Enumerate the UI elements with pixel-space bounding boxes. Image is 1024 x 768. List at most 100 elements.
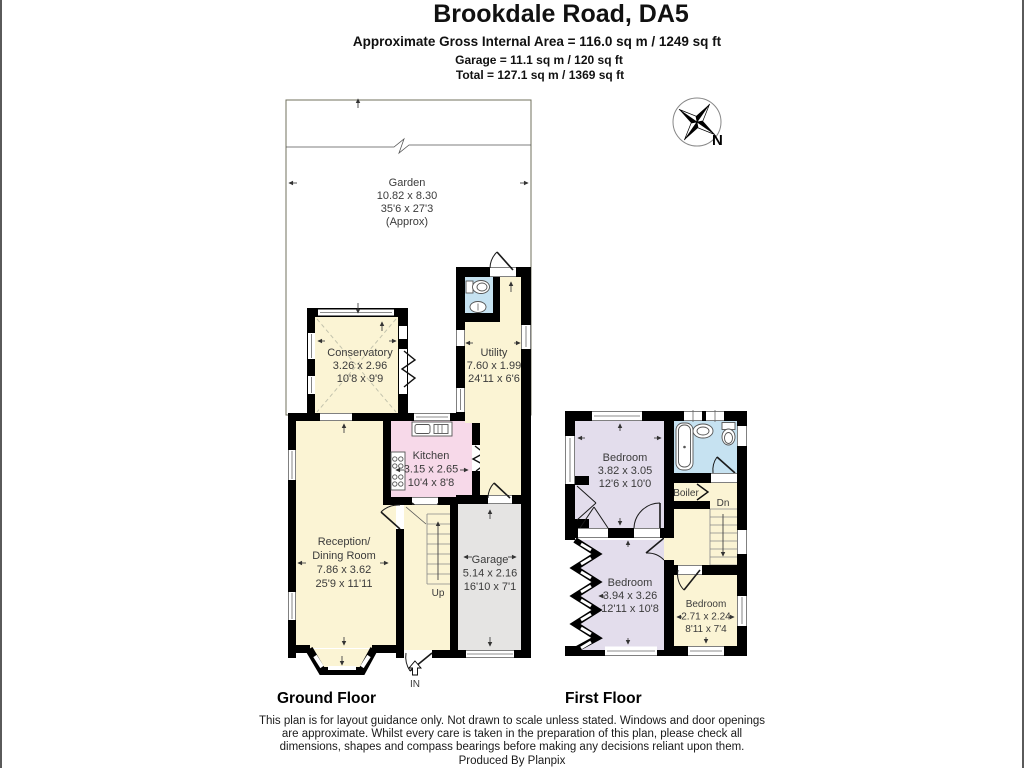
stairs-down: Dn xyxy=(709,498,737,566)
room-kitchen: Kitchen 3.15 x 2.65 10'4 x 8'8 xyxy=(383,413,486,520)
door-swing-arc xyxy=(380,504,401,513)
first-floor-plan: Bedroom 3.82 x 3.05 12'6 x 10'0 xyxy=(565,410,747,656)
door-opening xyxy=(396,505,404,529)
door-leaf xyxy=(716,456,736,474)
bedroom3-label: Bedroom xyxy=(686,599,727,610)
boiler-door xyxy=(696,483,710,501)
stairs-up: Up xyxy=(426,513,450,599)
disclaimer-line-1: This plan is for layout guidance only. N… xyxy=(258,715,766,727)
ground-floor-plan: Garden 10.82 x 8.30 35'6 x 27'3 (Approx) xyxy=(285,98,532,690)
room-bedroom-2: Bedroom 3.94 x 3.26 12'11 x 10'8 xyxy=(569,537,665,656)
zigzag-windows xyxy=(580,542,592,650)
garden-label: Garden xyxy=(389,177,426,189)
door-swing-arc xyxy=(489,251,498,269)
boiler-label: Boiler xyxy=(673,488,699,499)
wall xyxy=(565,528,664,538)
disclaimer-line-2: are approximate. Whilst every care is ta… xyxy=(281,728,743,741)
toilet-icon xyxy=(721,422,736,446)
wall xyxy=(565,411,747,421)
door-opening xyxy=(399,349,407,394)
stairs-up-label: Up xyxy=(432,588,445,599)
total-area: Total = 127.1 sq m / 1369 sq ft xyxy=(455,68,625,82)
room-reception-dining: Reception/ Dining Room 7.86 x 3.62 25'9 … xyxy=(288,413,404,675)
bedroom3-dims-imperial: 8'11 x 7'4 xyxy=(685,624,727,635)
door-swing-arc xyxy=(712,456,718,474)
door-leaf xyxy=(496,251,514,271)
gross-internal-area: Approximate Gross Internal Area = 116.0 … xyxy=(352,34,722,49)
understairs-line xyxy=(405,506,427,525)
bedroom2-dims-imperial: 12'11 x 10'8 xyxy=(601,603,659,615)
door-opening xyxy=(711,473,737,483)
door-swing-arc xyxy=(405,652,411,672)
conservatory-dims-imperial: 10'8 x 9'9 xyxy=(337,373,383,385)
landing: Boiler Dn xyxy=(664,483,747,566)
utility-dims-imperial: 24'11 x 6'6 xyxy=(468,373,520,385)
window xyxy=(737,426,747,446)
door-leaf xyxy=(380,511,401,530)
glazed-roof-line xyxy=(316,318,397,413)
door-opening xyxy=(634,528,660,538)
door-opening xyxy=(678,565,702,575)
produced-by: Produced By Planpix xyxy=(458,754,566,767)
garage-dims-imperial: 16'10 x 7'1 xyxy=(464,581,517,593)
disclaimer-line-3: dimensions, shapes and compass bearings … xyxy=(279,741,745,754)
door-swing-arc xyxy=(487,482,495,499)
double-door-leaves xyxy=(579,506,609,529)
door-opening xyxy=(320,413,352,421)
room-conservatory: Conservatory 3.26 x 2.96 10'8 x 9'9 xyxy=(307,303,417,415)
right-edge-bar xyxy=(1022,0,1024,768)
door-swing-arc xyxy=(677,569,685,591)
reception-label-1: Reception/ xyxy=(318,536,372,548)
room-bedroom-3: Bedroom 2.71 x 2.24 8'11 x 7'4 xyxy=(664,565,747,656)
toilet-icon xyxy=(465,280,490,294)
stairs-down-label: Dn xyxy=(717,498,730,509)
garage-area: Garage = 11.1 sq m / 120 sq ft xyxy=(455,53,623,67)
disclaimer: This plan is for layout guidance only. N… xyxy=(0,715,1024,768)
door-leaf xyxy=(493,482,511,499)
bedroom1-label: Bedroom xyxy=(603,452,648,464)
door-opening xyxy=(488,495,512,504)
kitchen-label: Kitchen xyxy=(413,450,450,462)
chimney-breast xyxy=(575,476,589,485)
kitchen-sink-icon xyxy=(411,421,453,437)
angled-recess-lines xyxy=(576,485,597,521)
entrance-label: IN xyxy=(410,679,420,690)
window xyxy=(456,330,465,346)
wall xyxy=(664,560,674,656)
door-swing-arc xyxy=(633,502,661,529)
entrance-arrow-icon xyxy=(408,660,422,676)
bedroom2-label: Bedroom xyxy=(608,577,653,589)
left-edge-bar xyxy=(0,0,2,768)
utility-label: Utility xyxy=(481,347,508,359)
chimney-breast xyxy=(575,519,589,528)
sink-icon xyxy=(692,423,714,439)
garden-break-line xyxy=(286,137,531,155)
door-opening xyxy=(404,650,432,658)
first-floor-label: First Floor xyxy=(565,690,642,707)
glazed-roof-line xyxy=(316,318,397,413)
bedroom1-dims-imperial: 12'6 x 10'0 xyxy=(599,478,652,490)
room-utility: Utility 7.60 x 1.99 24'11 x 6'6 xyxy=(456,251,531,658)
garage-label: Garage xyxy=(472,554,509,566)
bathtub-icon xyxy=(675,422,694,471)
door-opening xyxy=(490,267,516,277)
kitchen-dims-metric: 3.15 x 2.65 xyxy=(404,464,458,476)
room-garage: Garage 5.14 x 2.16 16'10 x 7'1 xyxy=(450,482,531,658)
kitchen-dims-imperial: 10'4 x 8'8 xyxy=(408,477,454,489)
bedroom3-dims-metric: 2.71 x 2.24 xyxy=(681,612,731,623)
garden-dims-metric: 10.82 x 8.30 xyxy=(377,190,438,202)
bedroom1-dims-metric: 3.82 x 3.05 xyxy=(598,465,652,477)
compass-icon: N xyxy=(672,97,723,149)
garden-dims-imperial: 35'6 x 27'3 xyxy=(381,203,434,215)
window xyxy=(737,530,747,554)
door-swing-arc xyxy=(645,552,665,561)
conservatory-dims-metric: 3.26 x 2.96 xyxy=(333,360,387,372)
garden-approx-note: (Approx) xyxy=(386,216,428,228)
reception-dims-imperial: 25'9 x 11'11 xyxy=(315,578,372,590)
garage-dims-metric: 5.14 x 2.16 xyxy=(463,568,517,580)
room-bedroom-1: Bedroom 3.82 x 3.05 12'6 x 10'0 xyxy=(565,411,664,528)
bathroom xyxy=(664,410,747,483)
wall xyxy=(288,413,480,421)
